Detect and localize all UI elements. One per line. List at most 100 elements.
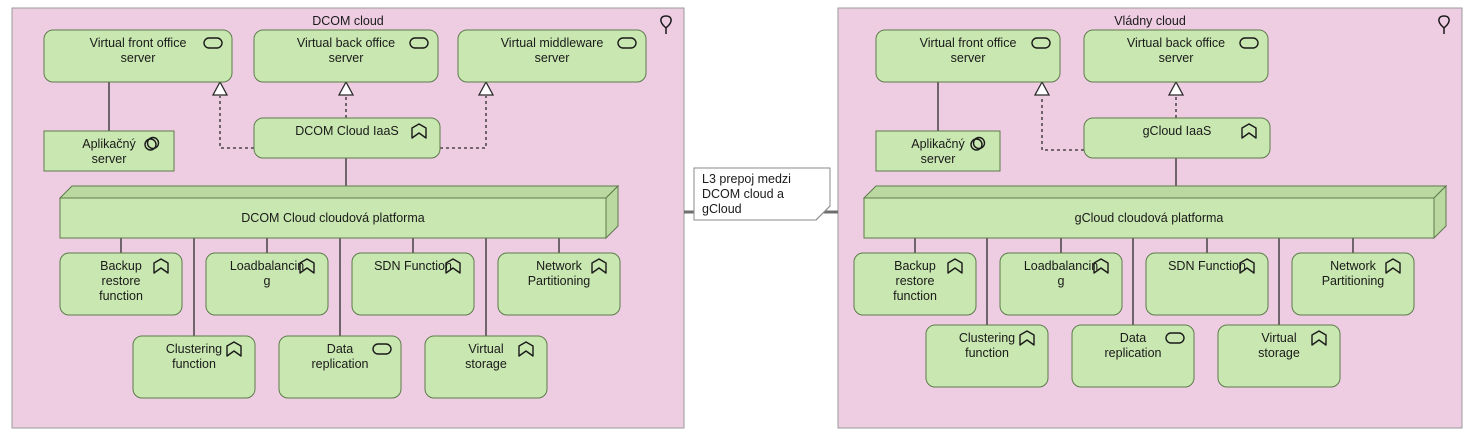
node-label-line: gCloud cloudová platforma <box>1075 211 1224 225</box>
node-gcloud-sdn-function[interactable]: SDN Function <box>1145 252 1269 316</box>
node-chevron-icon-shape <box>947 258 963 274</box>
technology-service-icon-dcom-data-replication <box>372 343 392 355</box>
technology-service-icon-dcom-virtual-front-office-server <box>203 37 223 49</box>
node-gcloud-iaas[interactable]: gCloud IaaS <box>1083 117 1271 159</box>
node-label-line: Clustering <box>166 342 222 356</box>
node-label-line: Data <box>327 342 353 356</box>
node-label-line: Virtual <box>468 342 503 356</box>
node-label-line: SDN Function <box>374 259 452 273</box>
technology-service-icon-shape <box>203 37 223 49</box>
technology-service-icon-gcloud-virtual-back-office-server <box>1239 37 1259 49</box>
node-shape-dcom-virtual-front-office-server <box>43 29 233 83</box>
node-label-line: Virtual front office <box>920 36 1017 50</box>
node-label-dcom-sdn-function: SDN Function <box>374 259 452 273</box>
node-label-line: g <box>264 274 271 288</box>
realization-arrowhead-r4 <box>477 80 495 96</box>
note-text-line: DCOM cloud a <box>702 187 784 201</box>
node-dcom-cloud-platform[interactable]: DCOM Cloud cloudová platforma <box>58 184 620 240</box>
node-chevron-icon-shape <box>1241 123 1257 139</box>
technology-service-icon-dcom-virtual-middleware-server <box>617 37 637 49</box>
node-label-line: Virtual back office <box>297 36 395 50</box>
node-label-line: restore <box>102 274 141 288</box>
system-software-icon-gcloud-aplikacny-server <box>970 136 986 151</box>
node-chevron-icon-shape <box>1093 258 1109 274</box>
node-label-line: Virtual front office <box>90 36 187 50</box>
node-label-dcom-cloud-iaas: DCOM Cloud IaaS <box>295 124 399 138</box>
relationship-realization-r4 <box>440 96 487 149</box>
node-label-line: Aplikačný <box>911 137 965 151</box>
node-chevron-icon-shape <box>1385 258 1401 274</box>
note-text-line: gCloud <box>702 202 742 216</box>
node-chevron-icon-dcom-sdn-function <box>445 258 461 274</box>
node-label-dcom-cloud-platform: DCOM Cloud cloudová platforma <box>241 211 424 225</box>
node-shape-gcloud-data-replication <box>1071 324 1195 388</box>
node-label-line: server <box>535 51 570 65</box>
node-label-line: Network <box>1330 259 1377 273</box>
node-label-line: SDN Function <box>1168 259 1246 273</box>
node-chevron-icon-dcom-backup-restore-function <box>153 258 169 274</box>
node-label-line: Virtual <box>1261 331 1296 345</box>
node-3d-front-face-dcom-cloud-platform <box>59 197 607 239</box>
note-text-line: L3 prepoj medzi <box>702 172 791 186</box>
node-label-line: server <box>329 51 364 65</box>
node-shape-gcloud-virtual-front-office-server <box>875 29 1061 83</box>
node-gcloud-platform[interactable]: gCloud cloudová platforma <box>862 184 1448 240</box>
node-label-line: server <box>121 51 156 65</box>
technology-service-icon-shape <box>409 37 429 49</box>
node-shape-dcom-cloud-iaas <box>253 117 441 159</box>
realization-arrowhead-r3 <box>337 80 355 96</box>
technology-service-icon-gcloud-virtual-front-office-server <box>1031 37 1051 49</box>
node-chevron-icon-gcloud-network-partitioning <box>1385 258 1401 274</box>
node-dcom-sdn-function[interactable]: SDN Function <box>351 252 475 316</box>
node-dcom-cloud-iaas[interactable]: DCOM Cloud IaaS <box>253 117 441 159</box>
technology-service-icon-dcom-virtual-back-office-server <box>409 37 429 49</box>
system-software-icon-dcom-aplikacny-server <box>144 136 160 151</box>
node-chevron-icon-shape <box>226 341 242 357</box>
node-label-line: Backup <box>894 259 936 273</box>
node-3d-top-face-dcom-cloud-platform <box>58 185 620 199</box>
node-label-line: Network <box>536 259 583 273</box>
node-chevron-icon-dcom-loadbalancing <box>299 258 315 274</box>
node-shape-gcloud-loadbalancing <box>999 252 1123 316</box>
node-label-line: DCOM Cloud cloudová platforma <box>241 211 424 225</box>
node-label-line: Partitioning <box>1322 274 1385 288</box>
technology-service-icon-shape <box>1165 332 1185 344</box>
node-label-line: Aplikačný <box>82 137 136 151</box>
node-label-gcloud-platform: gCloud cloudová platforma <box>1075 211 1224 225</box>
node-label-line: replication <box>1105 346 1162 360</box>
node-3d-front-face-gcloud-platform <box>863 197 1435 239</box>
node-label-line: server <box>921 152 956 166</box>
node-label-gcloud-sdn-function: SDN Function <box>1168 259 1246 273</box>
